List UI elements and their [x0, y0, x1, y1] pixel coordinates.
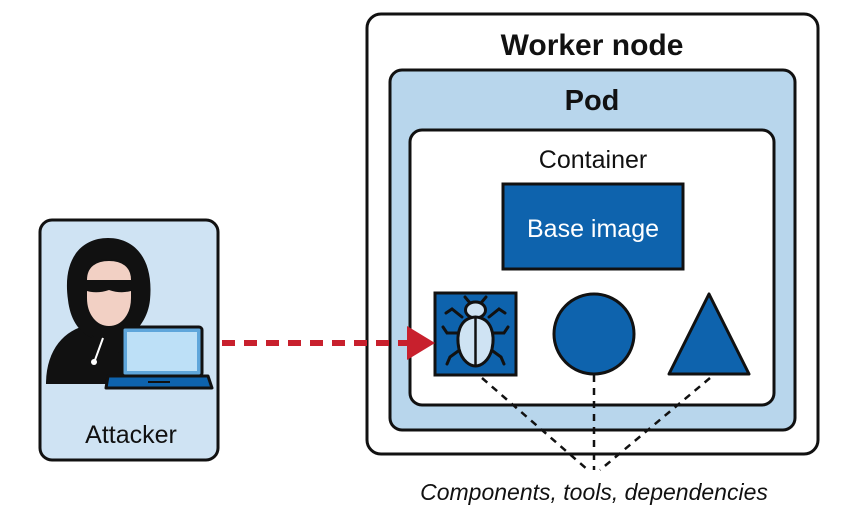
triangle-component-icon: [667, 292, 751, 376]
worker-node-label: Worker node: [501, 29, 684, 62]
base-image-label: Base image: [527, 215, 659, 243]
container-label: Container: [539, 146, 647, 174]
attacker-label: Attacker: [85, 421, 177, 449]
dependency-line-bug: [481, 377, 589, 471]
bug-icon: [433, 291, 518, 377]
base-image-box: [501, 182, 685, 271]
pod-label: Pod: [565, 85, 620, 117]
attacker: Attacker: [38, 218, 220, 462]
laptop-icon: [104, 325, 214, 390]
dependency-line-triangle: [599, 377, 711, 471]
base-image: Base image: [501, 182, 685, 271]
attack-arrow-icon: [222, 326, 435, 360]
dependencies-caption: Components, tools, dependencies: [420, 479, 768, 505]
circle-component-icon: [552, 292, 636, 376]
dependency-lines: [481, 375, 711, 471]
